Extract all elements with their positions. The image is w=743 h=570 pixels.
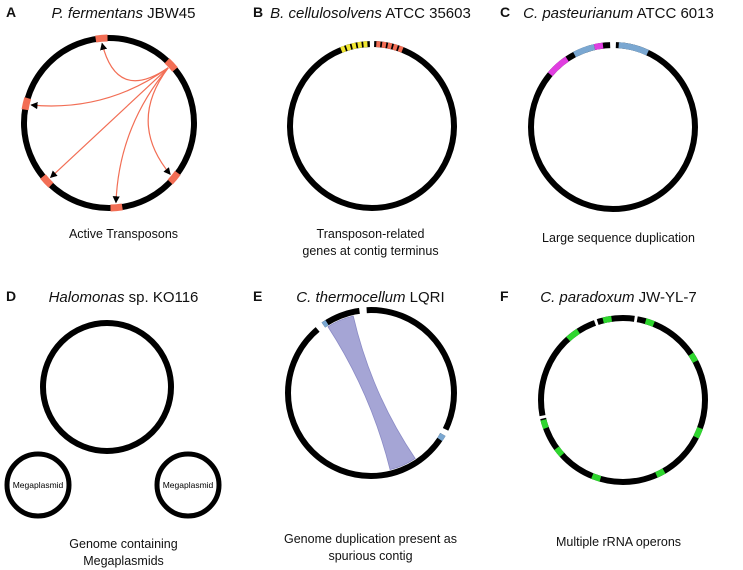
- panel-c: C C. pasteurianum ATCC 6013 Large sequen…: [494, 0, 743, 284]
- transposon-mark: [170, 173, 178, 182]
- rrna-operon-mark: [696, 428, 700, 437]
- panel-caption: Genome duplication present as spurious c…: [247, 531, 494, 565]
- panel-a: A P. fermentans JBW45 Active Transposons: [0, 0, 247, 284]
- contig-gap: [359, 310, 366, 311]
- panel-caption: Large sequence duplication: [494, 230, 743, 247]
- transposon-mark: [96, 38, 108, 39]
- panel-b: B B. cellulosolvens ATCC 35603 Transposo…: [247, 0, 494, 284]
- duplicated-region: [575, 47, 595, 54]
- transposon-gene-mark: [393, 47, 397, 48]
- contig-gap: [318, 325, 324, 329]
- duplicated-region: [595, 46, 603, 47]
- transposon-gene-mark: [358, 45, 362, 46]
- transposon-gene-mark: [399, 48, 403, 49]
- transposon-mark: [43, 176, 51, 185]
- contig-gap: [443, 429, 446, 434]
- transposition-arc: [50, 68, 168, 178]
- genome-diagram-d: Megaplasmid Megaplasmid: [0, 284, 247, 569]
- panel-e: E C. thermocellum LQRI Genome duplicatio…: [247, 284, 494, 569]
- transposon-gene-mark: [347, 47, 351, 48]
- transposon-mark: [25, 98, 28, 110]
- panel-caption: Transposon-related genes at contig termi…: [247, 226, 494, 260]
- transposon-gene-mark: [388, 46, 392, 47]
- contig-gap: [595, 322, 598, 323]
- rrna-operon-mark: [691, 354, 695, 361]
- contig-gap: [543, 416, 544, 419]
- panel-f: F C. paradoxum JW-YL-7 Multiple rRNA ope…: [494, 284, 743, 569]
- genome-diagram-f: [494, 284, 743, 569]
- duplicated-region: [550, 59, 567, 74]
- chromosome-ring: [43, 323, 171, 451]
- transposon-mark: [110, 207, 122, 208]
- panel-caption: Active Transposons: [0, 226, 247, 243]
- genome-diagram-e: [247, 284, 494, 569]
- genome-ring: [541, 318, 705, 482]
- transposition-arc: [116, 68, 168, 203]
- transposon-gene-mark: [341, 49, 345, 50]
- rrna-operon-mark: [543, 420, 546, 428]
- rrna-operon-mark: [603, 319, 611, 321]
- transposon-gene-mark: [382, 45, 386, 46]
- panel-caption: Multiple rRNA operons: [494, 534, 743, 551]
- rrna-operon-mark: [592, 476, 600, 479]
- spurious-contig-mark: [440, 435, 443, 440]
- genome-ring: [290, 44, 454, 208]
- rrna-operon-mark: [656, 471, 664, 475]
- panel-caption: Genome containing Megaplasmids: [0, 536, 247, 570]
- duplication-ribbon: [328, 316, 415, 470]
- megaplasmid-label: Megaplasmid: [13, 480, 64, 490]
- spurious-contig-mark: [323, 323, 327, 325]
- transposon-gene-mark: [352, 46, 356, 47]
- rrna-operon-mark: [557, 448, 562, 455]
- megaplasmid-label: Megaplasmid: [163, 480, 214, 490]
- rrna-operon-mark: [646, 321, 654, 324]
- rrna-operon-mark: [568, 331, 578, 339]
- duplicated-region: [619, 45, 648, 52]
